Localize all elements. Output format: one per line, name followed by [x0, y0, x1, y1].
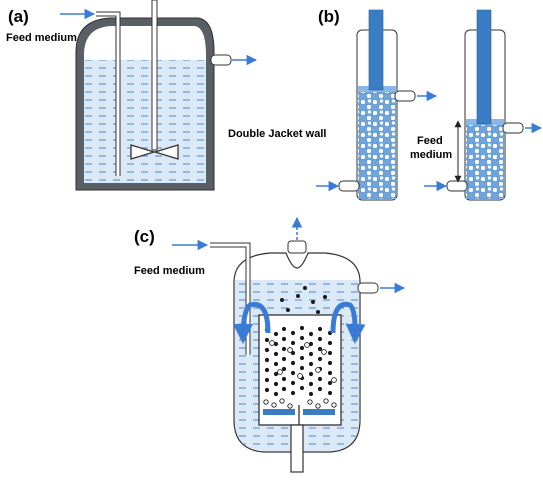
circulation-arrow-right [330, 301, 366, 344]
wall-label: Double Jacket wall [228, 128, 326, 140]
distributor-beads [263, 398, 337, 409]
column-1-beads [358, 90, 396, 199]
column-2-outlet-port [502, 122, 524, 134]
sparger-left [263, 409, 295, 415]
feed-tube-inner [96, 12, 120, 176]
column-1-shaft [368, 9, 384, 91]
liquid-dashes [84, 60, 206, 183]
feed-label-b-1: Feed [417, 135, 443, 147]
panel-a-letter: (a) [8, 7, 29, 26]
column-1 [316, 9, 438, 201]
column-1-outlet-port [394, 90, 416, 102]
column-2 [424, 9, 543, 201]
panel-b-letter: (b) [318, 7, 340, 26]
circulation-arrow-left [233, 301, 271, 344]
impeller-blade-left [130, 144, 157, 160]
feed-tube-c-inner [210, 243, 250, 355]
stirrer-shaft [151, 0, 158, 151]
column-2-beads [466, 124, 504, 199]
panel-a: (a) Feed medium Double Jacket wall [6, 0, 326, 191]
sparger-right [303, 409, 335, 415]
gas-vent [287, 240, 307, 254]
outlet-port-a [210, 54, 232, 66]
carrier-beads-open [269, 340, 337, 383]
impeller-blade-right [152, 144, 179, 160]
column-1-inlet-port [338, 180, 360, 192]
column-2-inlet-port [446, 180, 468, 192]
feed-label-c: Feed medium [134, 265, 205, 277]
outlet-port-c [357, 282, 379, 294]
feed-label-b-2: medium [410, 149, 452, 161]
panel-b: (b) Feed medium [316, 7, 543, 201]
bottom-outlet-pipe [290, 424, 304, 473]
panel-c: (c) [134, 216, 406, 473]
feed-label-a: Feed medium [6, 32, 77, 44]
column-2-shaft [476, 9, 492, 125]
panel-c-letter: (c) [134, 227, 155, 246]
